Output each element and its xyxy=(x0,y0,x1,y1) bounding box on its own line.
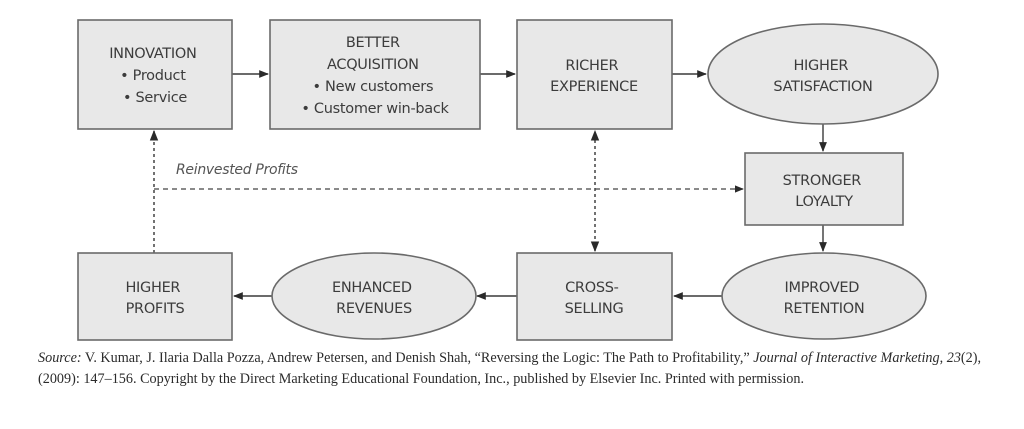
node-improved-retention: IMPROVED RETENTION xyxy=(721,252,927,340)
svg-text:HIGHER PROFITS: HIGHER PROFITS xyxy=(125,280,184,317)
node-label: HIGHER xyxy=(125,280,180,296)
node-label: • Customer win-back xyxy=(301,101,449,117)
node-higher-satisfaction: HIGHER SATISFACTION xyxy=(707,23,939,125)
figure-source-caption: Source: V. Kumar, J. Ilaria Dalla Pozza,… xyxy=(38,348,981,389)
node-label: RETENTION xyxy=(784,301,865,317)
node-label: IMPROVED xyxy=(785,280,860,296)
node-label: CROSS- xyxy=(565,280,619,296)
node-label: PROFITS xyxy=(126,301,185,317)
node-higher-profits: HIGHER PROFITS xyxy=(77,252,233,341)
citation-sep: , xyxy=(939,350,947,366)
node-innovation: INNOVATION • Product • Service xyxy=(77,19,233,130)
node-label: REVENUES xyxy=(336,301,412,317)
svg-text:RICHER EXPERIENCE: RICHER EXPERIENCE xyxy=(550,58,638,95)
node-stronger-loyalty: STRONGER LOYALTY xyxy=(744,152,904,226)
node-label: • New customers xyxy=(312,79,433,95)
node-label: • Service xyxy=(123,90,187,106)
node-label: BETTER xyxy=(346,35,400,51)
node-label: SELLING xyxy=(565,301,624,317)
source-label: Source: xyxy=(38,350,82,366)
value-chain-diagram: Reinvested Profits INNOVATION • Product … xyxy=(77,19,939,341)
citation-authors-title: V. Kumar, J. Ilaria Dalla Pozza, Andrew … xyxy=(81,350,754,366)
node-label: STRONGER xyxy=(783,173,862,189)
node-label: HIGHER xyxy=(793,58,848,74)
edges xyxy=(149,70,827,300)
node-better-acquisition: BETTER ACQUISITION • New customers • Cus… xyxy=(269,19,481,130)
node-label: ACQUISITION xyxy=(327,57,419,73)
node-label: SATISFACTION xyxy=(773,79,872,95)
svg-text:IMPROVED RETENTION: IMPROVED RETENTION xyxy=(784,280,865,317)
node-label: ENHANCED xyxy=(332,280,412,296)
node-label: EXPERIENCE xyxy=(550,79,638,95)
node-label: RICHER xyxy=(565,58,618,74)
svg-text:BETTER ACQUISITION: BETTER ACQUISITION • New customers • Cus… xyxy=(301,35,449,117)
node-label: INNOVATION xyxy=(109,46,196,62)
citation-rest: (2), (2009): 147–156. Copyright by the D… xyxy=(38,350,982,387)
reinvested-profits-label: Reinvested Profits xyxy=(176,162,298,178)
citation-volume: 23 xyxy=(946,350,961,366)
node-label: • Product xyxy=(120,68,186,84)
node-label: LOYALTY xyxy=(795,194,853,210)
svg-text:ENHANCED REVENUES: ENHANCED REVENUES xyxy=(332,280,416,317)
svg-text:HIGHER SATISFACTION: HIGHER SATISFACTION xyxy=(773,58,872,95)
svg-text:STRONGER LOYALTY: STRONGER LOYALTY xyxy=(783,173,866,210)
citation-journal: Journal of Interactive Marketing xyxy=(753,350,940,366)
svg-text:CROSS- SELLING: CROSS- SELLING xyxy=(565,280,624,317)
node-enhanced-revenues: ENHANCED REVENUES xyxy=(271,252,477,340)
svg-text:INNOVATION • Product: INNOVATION • Product • Service xyxy=(109,46,201,106)
node-cross-selling: CROSS- SELLING xyxy=(516,252,673,341)
node-richer-experience: RICHER EXPERIENCE xyxy=(516,19,673,130)
